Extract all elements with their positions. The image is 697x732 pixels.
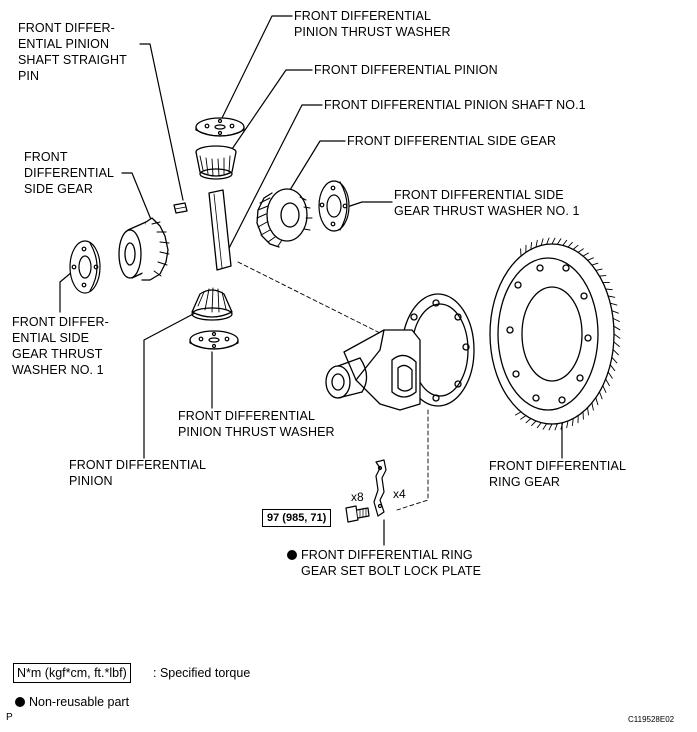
- leader-side-gear-washer-right: [349, 201, 393, 207]
- footer-left: P: [6, 712, 13, 723]
- leader-pinion-shaft: [221, 104, 323, 263]
- non-reusable-legend-dot-icon: [15, 697, 25, 707]
- bolt-quantity: x8: [351, 490, 364, 504]
- leader-side-gear-right: [289, 140, 346, 191]
- straight-pin: [173, 202, 188, 214]
- label-pinion-shaft-pin: FRONT DIFFER-ENTIAL PINION SHAFT STRAIGH…: [18, 21, 127, 83]
- assembly-line-shaft: [237, 261, 391, 339]
- side-gear-thrust-washer-right: [318, 180, 350, 232]
- lock-plate-quantity: x4: [393, 487, 406, 501]
- label-pinion-top: FRONT DIFFERENTIAL PINION: [314, 63, 498, 77]
- lock-plate: [373, 459, 387, 517]
- differential-case: [325, 293, 475, 411]
- figure-code: C119528E02: [628, 715, 675, 724]
- non-reusable-dot-icon: [287, 550, 297, 560]
- leader-side-gear-washer-left: [59, 271, 73, 313]
- label-pinion-shaft: FRONT DIFFERENTIAL PINION SHAFT NO.1: [324, 98, 586, 112]
- side-gear-right: [256, 188, 313, 248]
- leader-pinion-thrust-washer-top: [221, 15, 293, 119]
- leader-pinion-top: [229, 69, 313, 153]
- legend-nonreusable-text: Non-reusable part: [29, 695, 130, 709]
- pinion-top-gear: [195, 145, 237, 180]
- leader-side-gear-left: [121, 172, 153, 223]
- legend-torque-desc: : Specified torque: [153, 666, 251, 680]
- label-side-gear-right: FRONT DIFFERENTIAL SIDE GEAR: [347, 134, 557, 148]
- assembly-line-lockplate: [396, 409, 429, 511]
- leader-pinion-bottom: [143, 311, 198, 459]
- side-gear-thrust-washer-left: [69, 240, 101, 294]
- pinion-thrust-washer-top: [195, 117, 245, 137]
- legend-torque-format: N*m (kgf*cm, ft.*lbf): [13, 663, 131, 683]
- side-gear-left: [118, 217, 170, 281]
- label-lock-plate: FRONT DIFFERENTIAL RING GEAR SET BOLT LO…: [287, 547, 481, 579]
- set-bolt: [345, 505, 370, 523]
- legend-nonreusable: Non-reusable part: [15, 694, 129, 710]
- torque-spec-box: 97 (985, 71): [262, 509, 332, 527]
- leader-pinion-shaft-pin: [139, 43, 184, 201]
- ring-gear: [489, 237, 621, 431]
- pinion-bottom-gear: [191, 287, 233, 321]
- pinion-shaft: [208, 189, 232, 271]
- pinion-thrust-washer-bottom: [189, 330, 239, 350]
